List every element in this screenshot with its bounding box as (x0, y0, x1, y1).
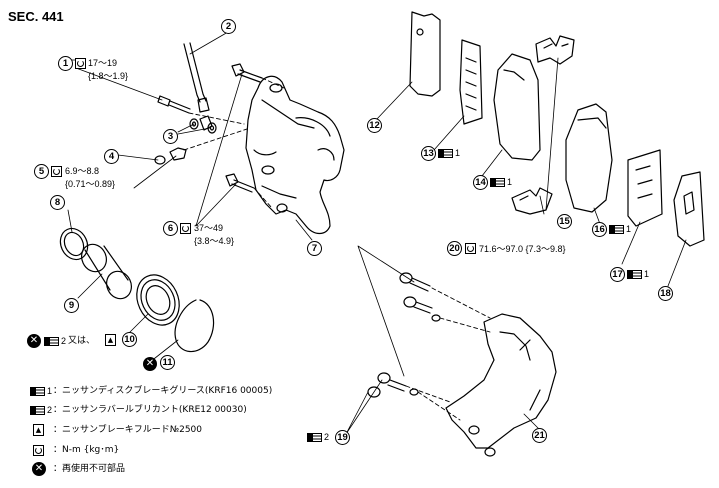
callout-6: 6 (163, 221, 178, 236)
callout-5: 5 (34, 164, 49, 179)
callout-11: 11 (160, 355, 175, 370)
bleeder-cap-and-valve (154, 147, 187, 165)
callout-9: 9 (64, 298, 79, 313)
legend-do-not-reuse: ：再使用不可部品 (53, 464, 126, 474)
outer-brake-pad (493, 53, 541, 161)
grease-tube-icon (438, 149, 453, 158)
outer-shim-cover (409, 11, 441, 97)
legend-grease-2-num: 2 (47, 405, 53, 415)
legend-torque: ：N-m {kg･m} (53, 445, 120, 455)
brake-hose (183, 42, 210, 113)
torque-1-nm: 17〜19 (88, 58, 118, 68)
brake-fluid-icon: ▲ (105, 334, 116, 346)
grease-13-label: 1 (455, 148, 461, 158)
copper-washers (189, 115, 217, 134)
grease-16-label: 1 (626, 224, 632, 234)
torque-wrench-icon (75, 58, 86, 69)
callout-20: 20 (447, 241, 462, 256)
callout-3: 3 (163, 129, 178, 144)
piston-seal (59, 227, 89, 261)
torque-member (445, 313, 557, 457)
or-text: 又は、 (68, 335, 96, 345)
torque-20: 71.6〜97.0 {7.3〜9.8} (479, 244, 566, 254)
torque-6-kgm: {3.8〜4.9} (194, 236, 235, 246)
inner-brake-pad (565, 103, 613, 213)
grease-19-label: 2 (324, 432, 330, 442)
retaining-ring (174, 299, 215, 353)
callout-10: 10 (122, 332, 137, 347)
brake-fluid-icon: ▲ (33, 424, 44, 436)
callout-2: 2 (221, 19, 236, 34)
torque-5-nm: 6.9〜8.8 (65, 166, 100, 176)
callout-21: 21 (532, 428, 547, 443)
grease-tube-icon (30, 387, 45, 396)
do-not-reuse-icon: ✕ (143, 357, 157, 371)
alignment-lines-right (405, 287, 491, 421)
caliper-body (245, 75, 345, 235)
callout-15: 15 (557, 214, 572, 229)
grease-caption-label: 2 (61, 336, 67, 346)
do-not-reuse-icon: ✕ (32, 462, 46, 476)
do-not-reuse-icon: ✕ (27, 334, 41, 348)
legend-grease-2: ：ニッサンラバールブリカント(KRE12 00030) (53, 405, 247, 415)
torque-wrench-icon (180, 223, 191, 234)
callout-13: 13 (421, 146, 436, 161)
torque-wrench-icon (33, 445, 44, 456)
grease-tube-icon (44, 337, 59, 346)
callout-14: 14 (473, 175, 488, 190)
callout-4: 4 (104, 149, 119, 164)
legend-brake-fluid: ：ニッサンブレーキフルード№2500 (53, 425, 202, 435)
alignment-lines (183, 77, 285, 209)
torque-1-kgm: {1.8〜1.9} (88, 71, 129, 81)
grease-tube-icon (490, 178, 505, 187)
callout-12: 12 (367, 118, 382, 133)
grease-tube-icon (307, 433, 322, 442)
outer-shim (459, 39, 483, 125)
union-bolt (157, 95, 191, 114)
torque-member-bolts (225, 63, 263, 193)
callout-19: 19 (335, 430, 350, 445)
torque-wrench-icon (465, 243, 476, 254)
callout-1: 1 (58, 56, 73, 71)
callout-16: 16 (592, 222, 607, 237)
inner-shim-cover (673, 171, 705, 247)
torque-member-mounting-bolts (367, 272, 441, 398)
torque-wrench-icon (51, 166, 62, 177)
callout-17: 17 (610, 267, 625, 282)
grease-tube-icon (30, 406, 45, 415)
torque-5-kgm: {0.71〜0.89} (65, 179, 116, 189)
grease-tube-icon (627, 270, 642, 279)
piston (81, 243, 132, 300)
pad-retainer (511, 35, 575, 215)
callout-18: 18 (658, 286, 673, 301)
leader-lines (67, 31, 687, 435)
legend-grease-1: ：ニッサンディスクブレーキグリース(KRF16 00005) (53, 386, 273, 396)
grease-tube-icon (609, 225, 624, 234)
inner-shim (627, 149, 663, 227)
callout-8: 8 (50, 195, 65, 210)
grease-14-label: 1 (507, 177, 513, 187)
callout-7: 7 (307, 241, 322, 256)
section-label: SEC. 441 (8, 9, 64, 24)
piston-boot (136, 274, 180, 326)
legend-grease-1-num: 1 (47, 386, 53, 396)
grease-17-label: 1 (644, 269, 650, 279)
torque-6-nm: 37〜49 (194, 223, 224, 233)
